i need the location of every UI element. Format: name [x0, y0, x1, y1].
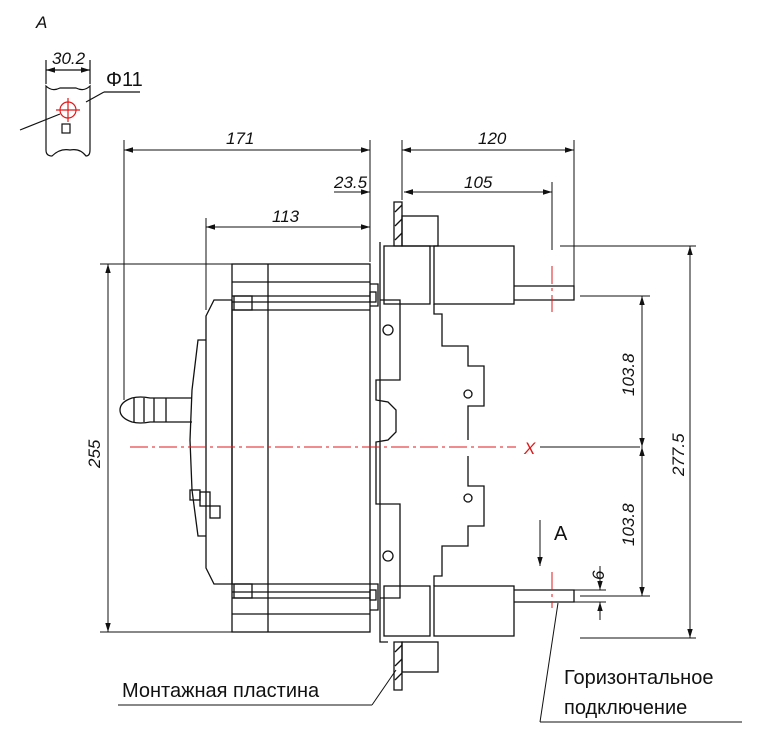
callout-leaders: [118, 602, 742, 723]
top-dimensions: [123, 140, 575, 400]
mounting-plate-label: Монтажная пластина: [122, 680, 320, 702]
right-dimensions: [537, 245, 696, 639]
horizontal-connection-label-2: подключение: [564, 697, 687, 719]
axis-centerline: [130, 266, 553, 608]
dim-pitch-upper: 103.8: [619, 353, 638, 396]
view-a-detail: [19, 60, 140, 157]
dim-total-depth: 171: [226, 129, 254, 148]
breaker-body: [119, 201, 575, 691]
view-a-hole: [56, 98, 80, 122]
dim-terminal-length: 120: [478, 129, 507, 148]
dim-pitch-lower: 103.8: [619, 503, 638, 546]
dim-height: 255: [85, 439, 104, 469]
horizontal-connection-label-1: Горизонтальное: [564, 667, 713, 689]
dim-plate-offset: 23.5: [333, 173, 368, 192]
dim-overall-height: 277.5: [669, 433, 688, 477]
view-a-width-label: 30.2: [52, 49, 86, 68]
view-a-hole-label: Φ11: [106, 69, 143, 91]
height-dimension: [100, 263, 232, 633]
dim-terminal-thickness: 6: [589, 570, 608, 580]
view-arrow-label: A: [554, 523, 568, 545]
dim-terminal-center: 105: [464, 173, 493, 192]
view-a-title: A: [35, 13, 47, 32]
dim-body-depth: 113: [272, 207, 300, 226]
axis-label: X: [523, 439, 536, 458]
